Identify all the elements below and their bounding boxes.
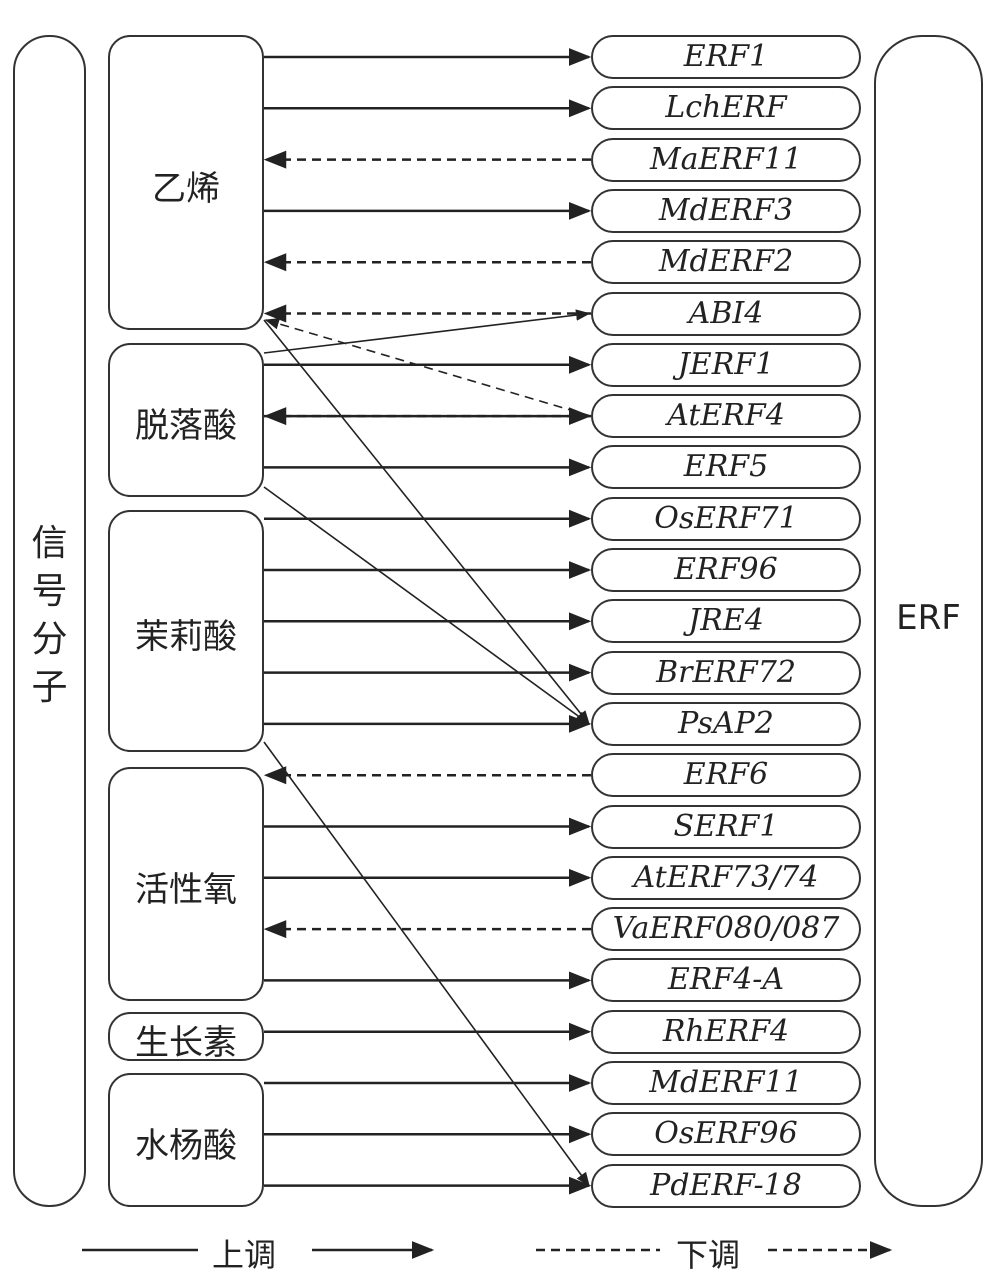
legend-down-label: 下调	[676, 1236, 741, 1274]
gene-label: RhERF4	[662, 1013, 790, 1049]
gene-pill	[591, 342, 861, 387]
gene-pill	[591, 599, 861, 644]
erf-panel-label: ERF	[896, 598, 961, 638]
regulation-arrow-down	[264, 318, 592, 417]
gene-label: VaERF080/087	[612, 911, 840, 947]
regulation-arrow-up	[263, 319, 590, 726]
gene-pill	[591, 753, 861, 798]
gene-label: ABI4	[688, 295, 764, 331]
gene-pill	[591, 804, 861, 849]
gene-label: ERF96	[674, 552, 778, 587]
gene-label: JERF1	[677, 346, 775, 382]
signal-molecule-label: 信 号 分 子	[13, 520, 86, 712]
signal-group-box	[108, 1012, 264, 1061]
gene-pill	[591, 86, 861, 131]
signal-group-box	[108, 343, 264, 497]
gene-label: BrERF72	[656, 654, 796, 690]
signal-molecule-char: 号	[31, 571, 68, 612]
signal-group-label: 生长素	[135, 1022, 237, 1063]
regulation-arrow-up	[263, 309, 591, 354]
gene-label: MdERF3	[658, 192, 794, 228]
gene-label: LchERF	[665, 90, 787, 126]
gene-label: PsAP2	[678, 705, 774, 741]
gene-pill	[591, 137, 861, 182]
gene-pill	[591, 1061, 861, 1105]
gene-pill	[591, 240, 861, 285]
gene-pill	[591, 1163, 861, 1208]
gene-label: ERF6	[683, 757, 769, 793]
gene-label: AtERF4	[667, 398, 785, 434]
gene-pill	[591, 445, 861, 490]
gene-label: JRE4	[688, 603, 764, 639]
gene-pill	[591, 907, 861, 952]
gene-label: ERF4-A	[667, 962, 785, 998]
gene-label: AtERF73/74	[633, 859, 819, 895]
gene-pill	[591, 35, 861, 79]
gene-pill	[591, 1009, 861, 1054]
gene-label: OsERF96	[654, 1116, 798, 1152]
gene-label: MdERF2	[658, 244, 794, 280]
gene-pill	[591, 548, 861, 592]
signal-group-box	[108, 767, 264, 1001]
signal-molecule-char: 子	[31, 667, 68, 708]
regulation-arrow-up	[263, 741, 590, 1187]
gene-label: ERF1	[683, 39, 769, 74]
signal-group-box	[108, 35, 264, 330]
gene-label: ERF5	[683, 449, 769, 485]
erf-panel	[874, 35, 983, 1207]
gene-label: MaERF11	[649, 141, 803, 177]
signal-group-box	[108, 1073, 264, 1207]
gene-pill	[591, 1112, 861, 1157]
gene-pill	[591, 394, 861, 439]
legend-up-label: 上调	[212, 1236, 277, 1274]
gene-label: SERF1	[673, 808, 779, 844]
signal-group-box	[108, 510, 264, 752]
gene-pill	[591, 188, 861, 233]
signal-group-label: 水杨酸	[135, 1126, 237, 1166]
gene-pill	[591, 855, 861, 900]
signal-molecule-char: 分	[31, 619, 68, 660]
signal-group-label: 活性氧	[135, 870, 237, 910]
signal-group-label: 脱落酸	[135, 406, 237, 446]
signal-group-label: 乙烯	[152, 168, 220, 209]
gene-pill	[591, 958, 861, 1003]
signal-group-label: 茉莉酸	[135, 617, 237, 657]
gene-label: OsERF71	[654, 500, 798, 536]
gene-pill	[591, 650, 861, 695]
gene-label: PdERF-18	[650, 1167, 802, 1203]
gene-pill	[591, 701, 861, 746]
regulation-arrow-up	[263, 486, 591, 725]
signal-molecule-panel	[13, 35, 86, 1207]
gene-pill	[591, 496, 861, 541]
gene-label: MdERF11	[649, 1065, 803, 1100]
gene-pill	[591, 291, 861, 336]
signal-molecule-char: 信	[31, 523, 68, 564]
